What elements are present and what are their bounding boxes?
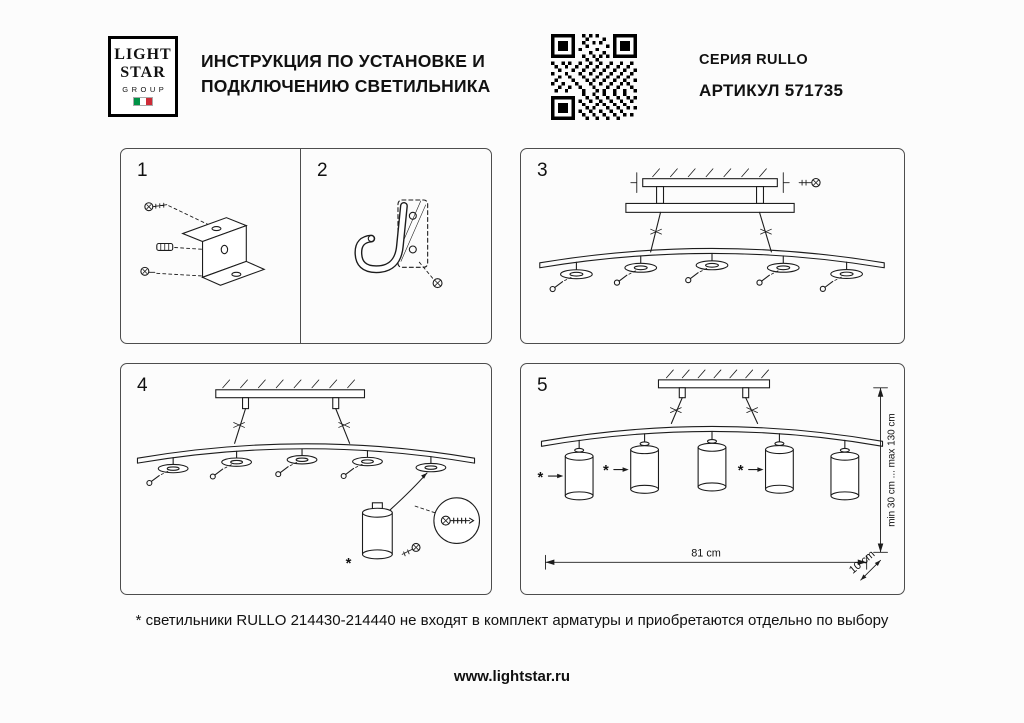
canopy-bar [625,202,795,213]
wall-anchor-icon [156,242,174,252]
hook-detail-drawing [354,199,443,289]
asterisk-mark: * [538,470,544,486]
step-4-number: 4 [137,375,148,396]
lamp-holder-ring [756,255,800,286]
lamp-holder-ring [549,261,593,293]
screw-icon [401,542,421,557]
lamp-holder-ring [685,252,729,284]
logo-text-light: LIGHT [114,46,172,63]
arc-bar [136,443,476,464]
lamp-shade [697,430,727,492]
ceiling-hatch [652,168,767,178]
logo-text-star: STAR [120,63,166,81]
lamp-cylinder [361,502,393,560]
page-title: ИНСТРУКЦИЯ ПО УСТАНОВКЕ И ПОДКЛЮЧЕНИЮ СВ… [201,49,491,99]
website-link[interactable]: www.lightstar.ru [453,668,571,685]
step-2-section: 2 [301,149,491,343]
footnote: * светильники RULLO 214430-214440 не вхо… [135,612,889,629]
italian-flag-icon [133,96,153,106]
series-label: СЕРИЯ RULLO [699,52,809,68]
lamp-holder-ring [415,456,447,473]
step-3-number: 3 [537,160,548,181]
ceiling-hatch [666,369,769,379]
screw-icon [140,266,156,276]
logo-text-group: GROUP [122,84,168,94]
ceiling-rail [630,172,790,193]
asterisk-mark: * [738,463,744,479]
lamp-holder-ring [146,457,189,486]
width-dimension-label: 81 cm [691,547,721,559]
step-4-panel: 4 [120,363,492,595]
step-2-number: 2 [317,160,328,181]
depth-dimension [860,559,881,581]
height-dimension-label: min 30 cm ... max 130 cm [886,413,897,526]
ceiling-hatch [222,379,355,389]
asterisk-mark: * [346,556,352,572]
suspension-rods [234,408,351,444]
canopy-bar [215,389,366,399]
lamp-holder-ring [819,261,863,292]
lamp-holder-ring [340,450,383,480]
height-dimension [873,387,888,553]
canopy-bar [657,379,771,389]
final-assembly-drawing: * * * 81 cm min 30 cm ... max 130 cm 10 … [538,369,897,581]
lamp-shade [564,439,594,501]
ceiling-mount-drawing [539,168,885,293]
magnifier-detail [413,497,481,544]
screw-icon [798,177,821,188]
lamp-holder-ring [275,448,318,478]
lamp-attachment-drawing: * [136,379,481,572]
lightstar-logo: LIGHT STAR GROUP [108,36,178,117]
lamp-shade [630,433,660,494]
hook-shape [354,201,408,274]
asterisk-arrows [547,467,764,479]
backplate-outline [397,199,429,268]
step-1-number: 1 [137,160,148,181]
article-label: АРТИКУЛ 571735 [699,81,844,100]
footer: www.lightstar.ru [0,668,1024,685]
title-line-2: ПОДКЛЮЧЕНИЮ СВЕТИЛЬНИКА [201,76,491,96]
qr-code [551,34,637,120]
product-info: СЕРИЯ RULLO АРТИКУЛ 571735 [699,52,843,101]
asterisk-mark: * [603,463,609,479]
step-3-panel: 3 [520,148,905,344]
width-dimension [545,554,868,570]
lamp-holder-ring [613,255,658,286]
bracket-shape [181,217,266,286]
lamp-holder-ring [209,450,253,480]
mounting-bracket-drawing [140,202,266,286]
suspension-rods [650,211,772,253]
attach-arrow [389,472,428,511]
step-5-panel: 5 [520,363,905,595]
screw-icon [144,202,168,212]
lamp-shade [764,433,794,494]
steps-1-2-panel: 1 [120,148,492,344]
step-5-number: 5 [537,375,548,396]
lamp-shade [830,439,860,501]
step-1-section: 1 [121,149,301,343]
depth-dimension-label: 10 cm [847,548,877,576]
screw-icon [417,259,443,289]
suspension-rods [670,397,759,425]
title-line-1: ИНСТРУКЦИЯ ПО УСТАНОВКЕ И [201,51,485,71]
